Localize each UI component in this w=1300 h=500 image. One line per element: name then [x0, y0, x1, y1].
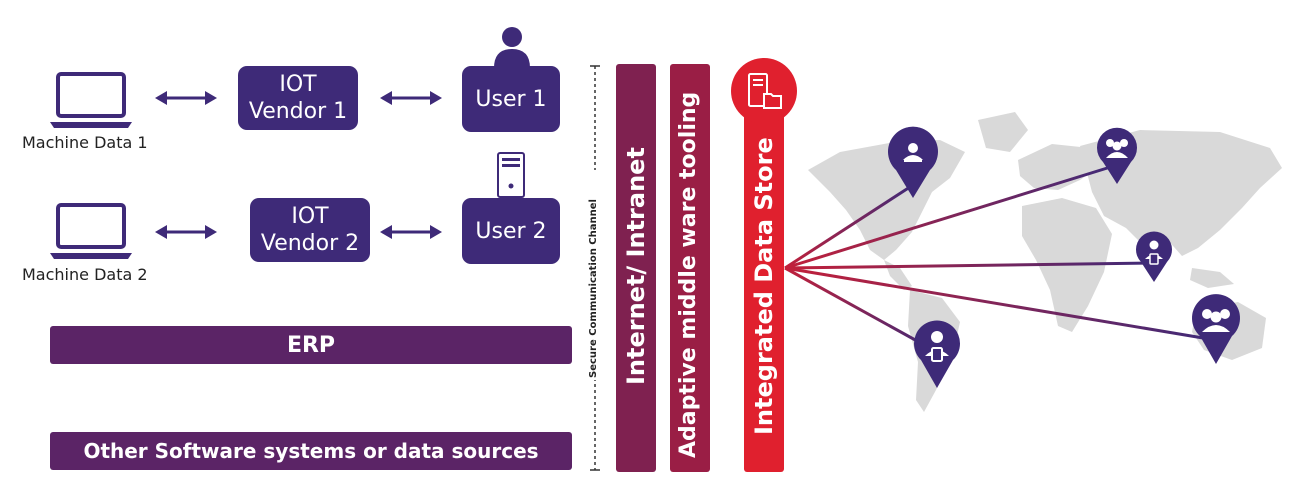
machine-caption-2: Machine Data 2	[22, 265, 148, 284]
vendor-1-line2: Vendor 1	[248, 99, 348, 124]
erp-bar: ERP	[50, 326, 572, 364]
laptop-user-pin-icon	[888, 126, 938, 198]
other-systems-label: Other Software systems or data sources	[83, 439, 539, 463]
middleware-bar	[670, 64, 710, 472]
datastore-bar	[744, 104, 784, 472]
double-arrow-icon	[155, 225, 217, 239]
laptop-icon	[50, 72, 132, 128]
server-tower-icon	[497, 152, 525, 198]
other-systems-bar: Other Software systems or data sources	[50, 432, 572, 470]
double-arrow-icon	[380, 91, 442, 105]
user-1-label: User 1	[475, 86, 547, 112]
double-arrow-icon	[380, 225, 442, 239]
group-pin-icon	[1097, 127, 1137, 184]
secure-channel-line	[590, 65, 600, 471]
machine-caption-1: Machine Data 1	[22, 133, 148, 152]
laptop-icon	[50, 203, 132, 259]
user-2-box: User 2	[462, 198, 560, 264]
internet-bar	[616, 64, 656, 472]
iot-vendor-1-box: IOT Vendor 1	[238, 66, 358, 130]
secure-channel-label-bg	[588, 170, 602, 380]
group-pin-icon	[1192, 294, 1240, 364]
datastore-head	[731, 58, 797, 124]
mobile-user-pin-icon	[914, 320, 960, 388]
iot-vendor-2-box: IOT Vendor 2	[250, 198, 370, 262]
double-arrow-icon	[155, 91, 217, 105]
erp-label: ERP	[286, 332, 336, 358]
user-2-label: User 2	[475, 218, 547, 244]
user-1-box: User 1	[462, 66, 560, 132]
vendor-2-line1: IOT	[291, 204, 329, 229]
mobile-user-pin-icon	[1136, 231, 1172, 282]
person-icon	[494, 27, 530, 68]
vendor-2-line2: Vendor 2	[260, 231, 360, 256]
vendor-1-line1: IOT	[279, 72, 317, 97]
